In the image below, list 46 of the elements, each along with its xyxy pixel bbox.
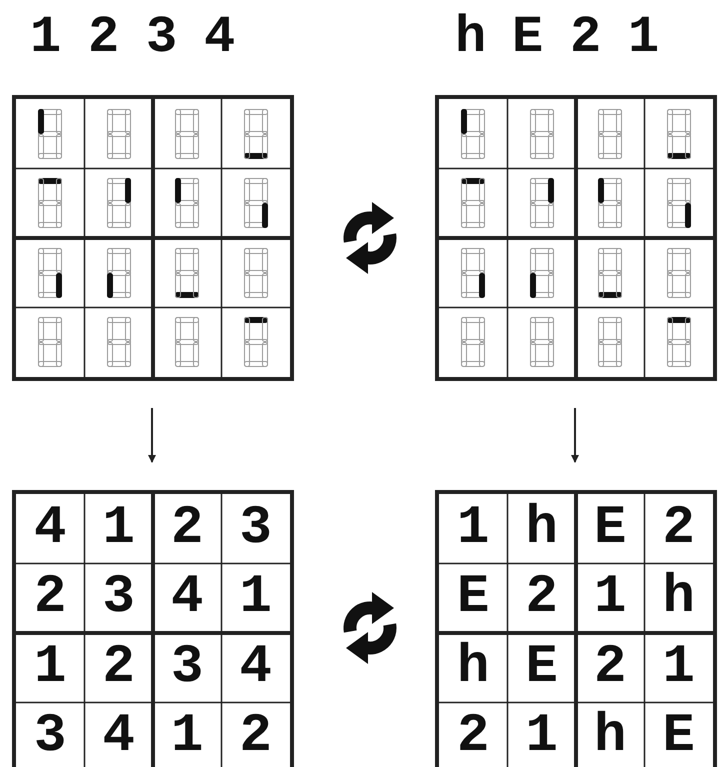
grid-digit: 1	[171, 710, 204, 764]
grid-digit: 1	[102, 502, 135, 556]
grid-digit: h	[457, 640, 490, 695]
grid-digit: 3	[34, 710, 66, 764]
grid-digit: 2	[240, 710, 272, 764]
grid-digit: 2	[34, 571, 66, 626]
digit-label: 2	[88, 12, 120, 64]
grid-digit: h	[662, 571, 695, 626]
arrow	[148, 408, 156, 463]
grid-digit: 1	[457, 502, 490, 556]
digit-label: 3	[146, 12, 178, 64]
grid-digit: 1	[34, 640, 66, 695]
grid-digit: E	[457, 571, 490, 626]
grid-digit: 2	[662, 502, 695, 556]
grid-digit: h	[526, 502, 558, 556]
grid-digit: 2	[457, 710, 490, 764]
grid-digit: 2	[526, 571, 558, 626]
grid-digit: 1	[594, 571, 626, 626]
grid-digit: 3	[171, 640, 204, 695]
grid-digit: 4	[240, 640, 272, 695]
grid-digit: E	[662, 710, 695, 764]
sudoku-grid	[12, 95, 294, 381]
grid-digit: h	[594, 710, 626, 764]
grid-digit: 2	[594, 640, 626, 695]
arrow	[571, 408, 579, 463]
grid-digit: 1	[240, 571, 272, 626]
digit-label: h	[455, 12, 486, 64]
grid-digit: E	[526, 640, 558, 695]
digit-label: 1	[628, 12, 660, 64]
grid-digit: 4	[102, 710, 135, 764]
digit-label: 4	[204, 12, 236, 64]
grid-digit: 4	[34, 502, 66, 556]
grid-digit: E	[594, 502, 626, 556]
sudoku-grid	[435, 490, 717, 767]
sudoku-grid	[435, 95, 717, 381]
grid-digit: 3	[240, 502, 272, 556]
grid-digit: 1	[662, 640, 695, 695]
digit-label: E	[512, 12, 544, 64]
digit-label: 2	[570, 12, 602, 64]
digit-label: 1	[30, 12, 62, 64]
grid-digit: 1	[526, 710, 558, 764]
grid-digit: 4	[171, 571, 204, 626]
sudoku-grid	[12, 490, 294, 767]
grid-digit: 3	[102, 571, 135, 626]
grid-digit: 2	[102, 640, 135, 695]
grid-digit: 2	[171, 502, 204, 556]
